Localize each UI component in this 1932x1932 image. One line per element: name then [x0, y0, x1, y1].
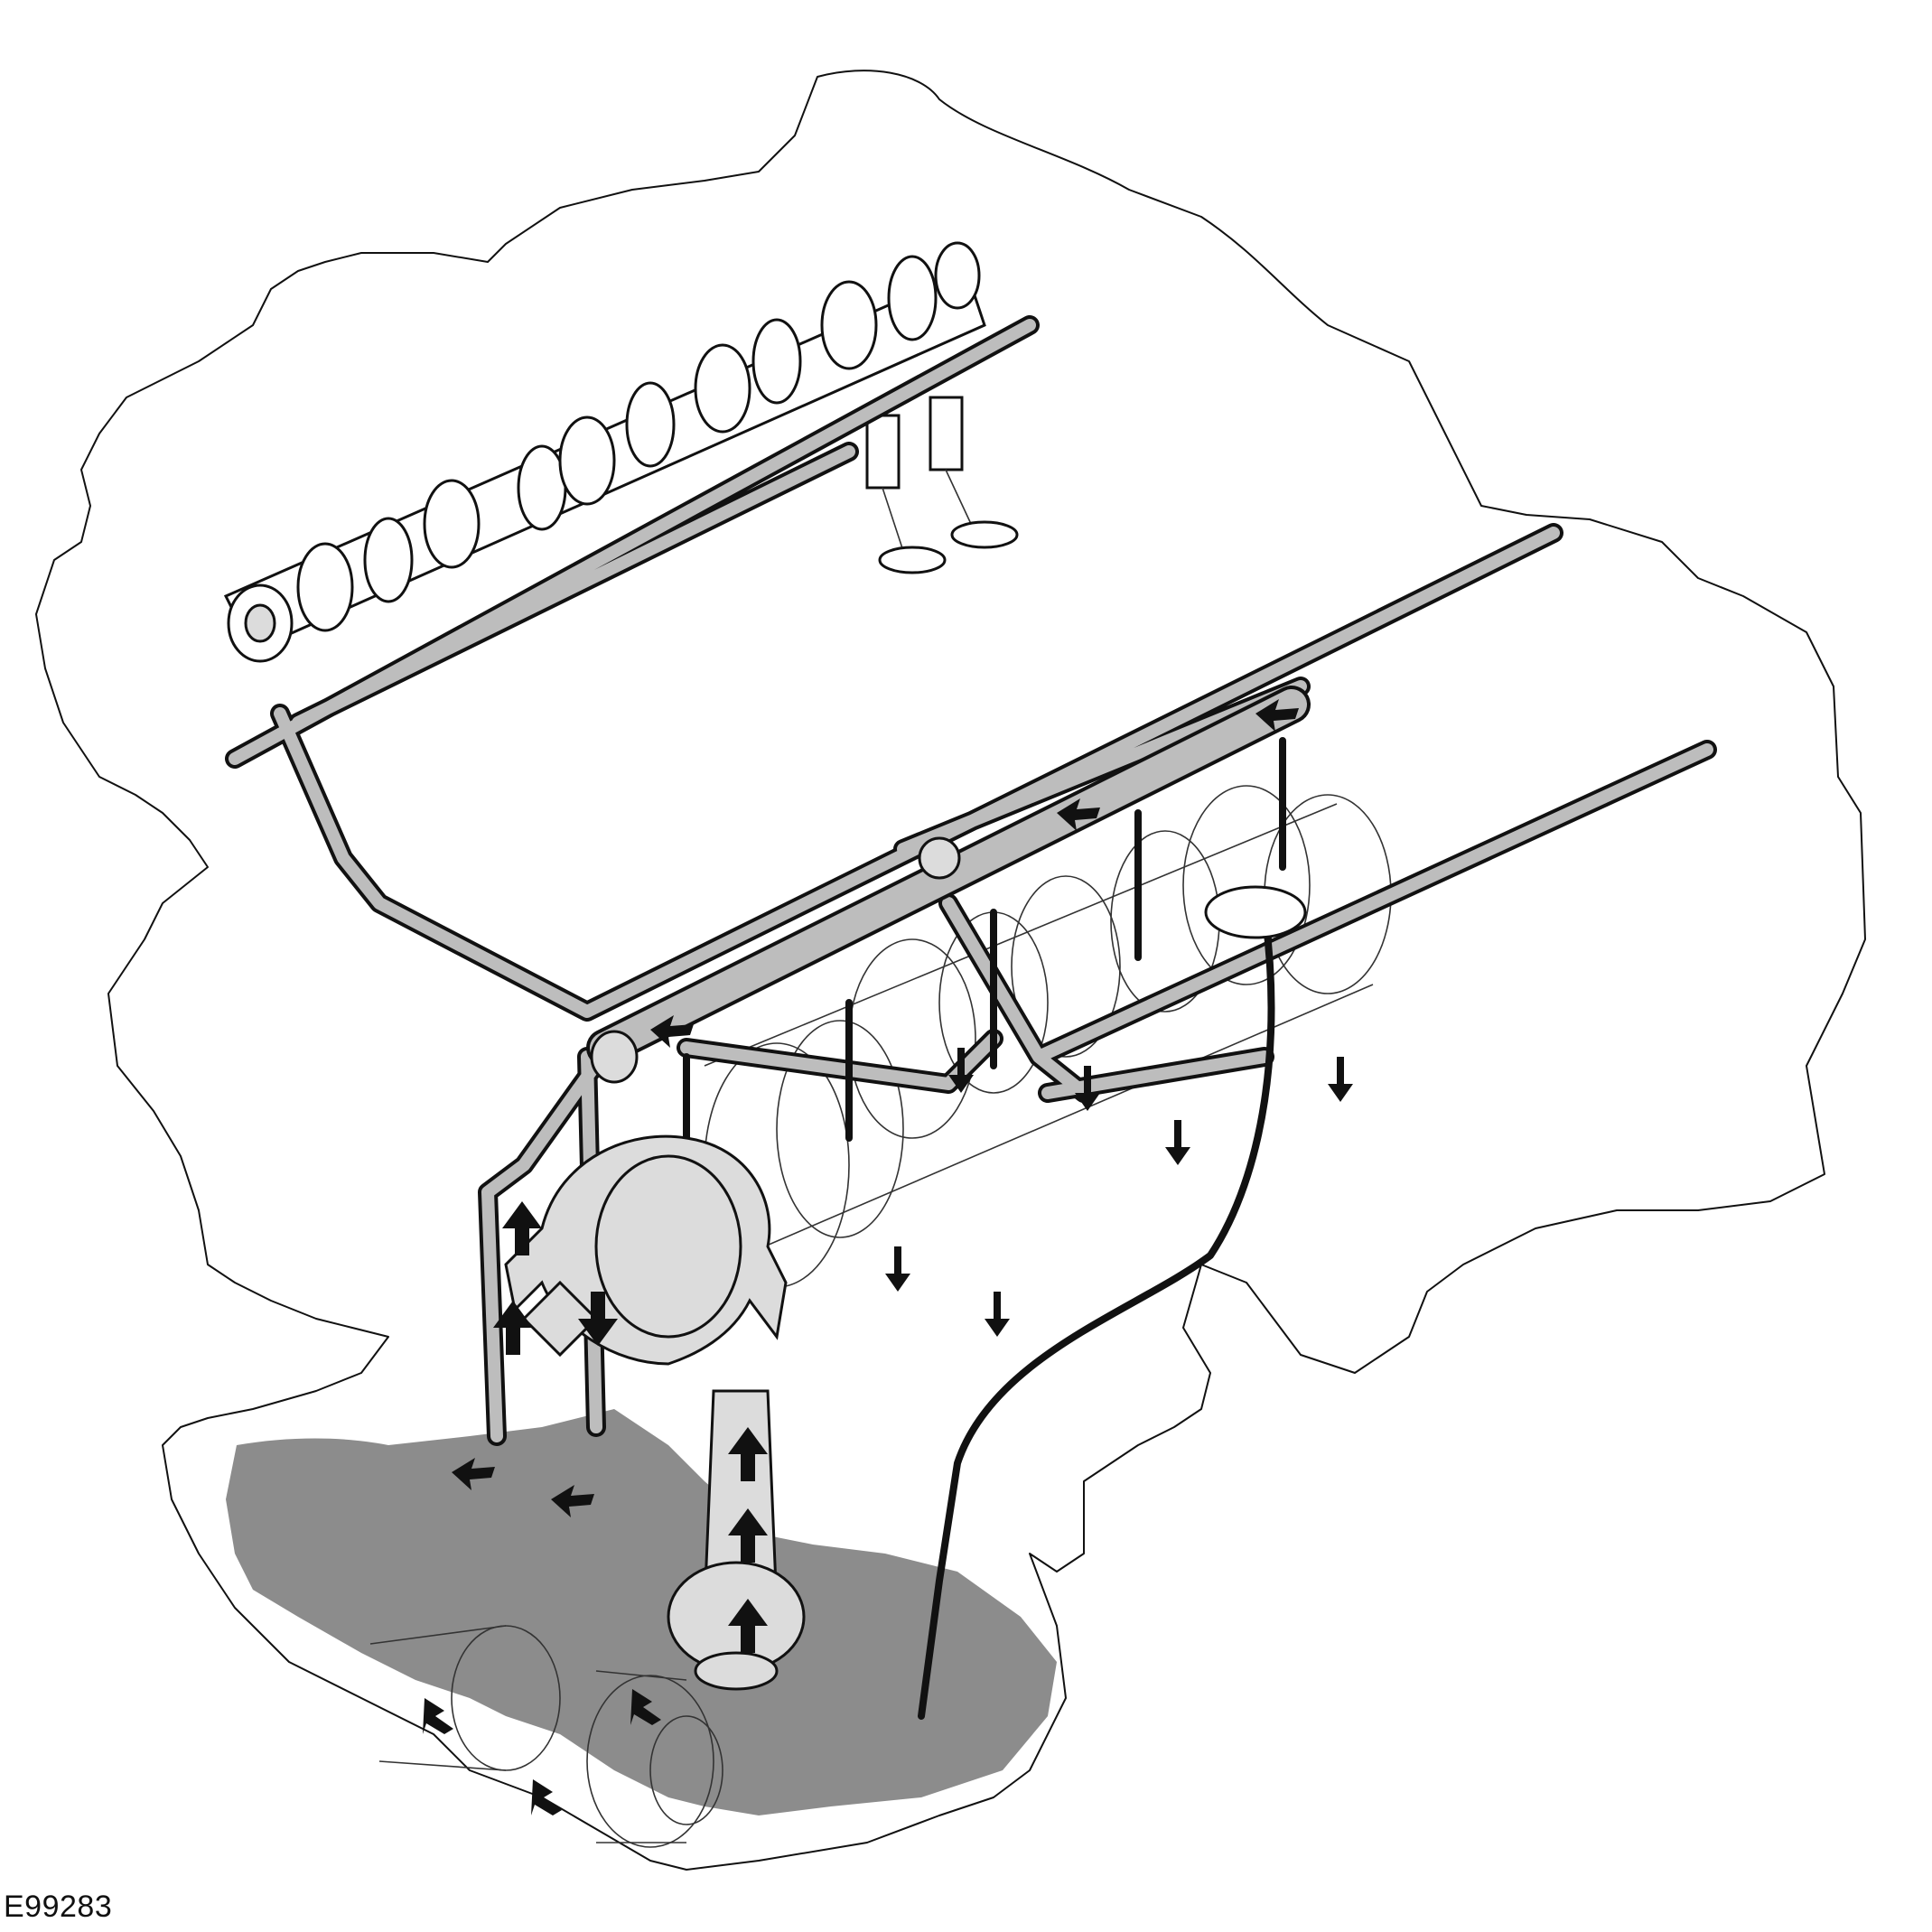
oil-filter-icon: [369, 1625, 723, 1848]
valve-icon: [865, 396, 1019, 574]
oil-pump-icon: [504, 1134, 788, 1366]
figure-id-label: E99283: [4, 1890, 113, 1924]
camshaft-icon: [223, 241, 986, 663]
flow-arrow-icon: [423, 699, 1353, 1815]
oil-pan-icon: [226, 1409, 1057, 1815]
dipstick-icon: [918, 885, 1307, 1720]
oil-gallery-icon: [225, 315, 1717, 1446]
